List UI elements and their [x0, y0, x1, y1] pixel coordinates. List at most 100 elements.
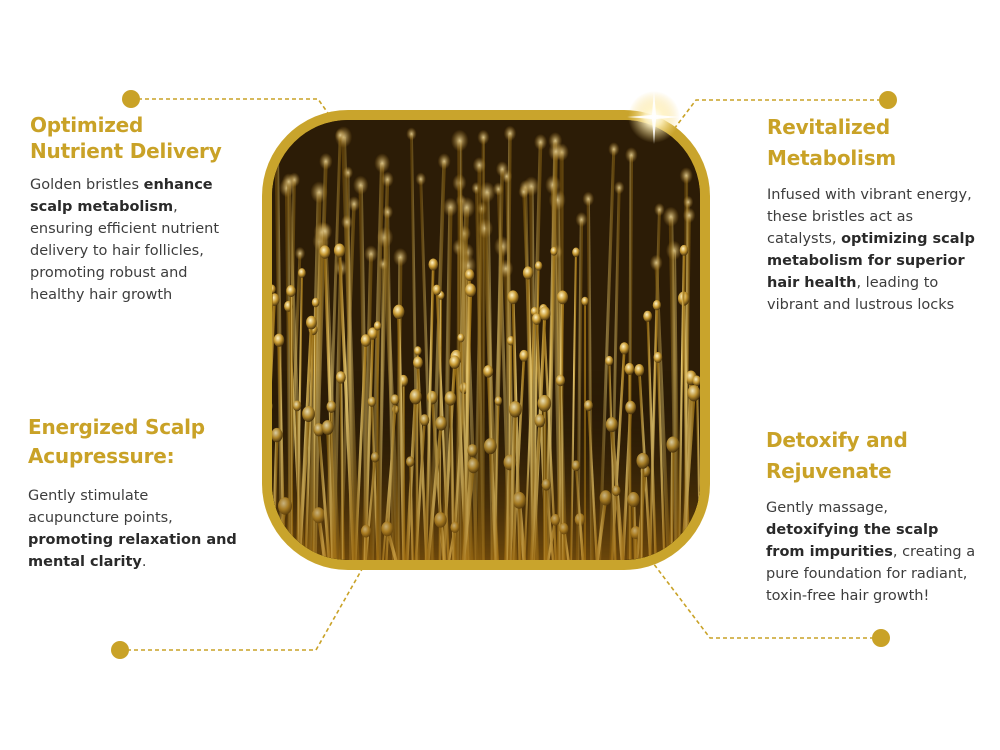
bristle-tip — [352, 175, 369, 195]
bristle-tip — [653, 352, 663, 364]
feature-text: . — [141, 554, 147, 570]
bristle-tip — [428, 258, 439, 271]
bristle-tip — [581, 296, 589, 306]
bristle-tip — [654, 202, 665, 217]
bristle-tip — [333, 243, 346, 258]
feature-text: , creating a pure foundation for radiant… — [766, 544, 976, 604]
bristle-tip — [406, 127, 417, 141]
bristle-tip — [522, 266, 534, 280]
bristle-tip — [273, 333, 285, 347]
bristle-tip — [478, 181, 496, 203]
bristle-tip — [624, 147, 638, 163]
feature-description: Golden bristles enhance scalp metabolism… — [30, 174, 240, 306]
bristle-stem — [687, 536, 698, 560]
bristle-tip — [381, 171, 394, 188]
bristle-tip — [272, 293, 280, 306]
bristle-tip — [319, 245, 331, 259]
bristle-tip — [319, 152, 333, 170]
feature-text-bold: enhance scalp metabolism — [30, 177, 213, 215]
bristle-tip — [472, 156, 486, 174]
product-photo-frame — [262, 110, 710, 570]
bristle-tip — [477, 129, 490, 145]
bristle-tip — [575, 211, 588, 228]
feature-text: Gently stimulate acupuncture points, — [28, 488, 173, 526]
bristle-tip — [457, 333, 465, 343]
bristle-tip — [464, 269, 475, 281]
connector-dot-top-right — [879, 91, 897, 109]
bristle-tip — [298, 268, 306, 278]
feature-title-line: Nutrient Delivery — [30, 139, 222, 163]
bristle-tip — [532, 313, 542, 325]
feature-text: , ensuring efficient nutrient delivery t… — [30, 199, 220, 303]
golden-bristles-illustration — [272, 120, 700, 560]
bristle-tip — [679, 244, 689, 256]
feature-title-line: Revitalized — [767, 115, 890, 139]
bristle-tip — [582, 191, 595, 207]
feature-text: , leading to vibrant and lustrous locks — [767, 275, 955, 313]
connector-dot-top-left — [122, 90, 140, 108]
bristle-tip — [507, 290, 519, 305]
feature-description: Infused with vibrant energy, these brist… — [767, 184, 977, 316]
bristle-tip — [679, 167, 694, 184]
bristle-tip — [652, 299, 661, 311]
feature-title-line: Metabolism — [767, 146, 897, 170]
bristle-tip — [374, 153, 391, 174]
bristle-tip — [519, 349, 529, 362]
bristle-tip — [340, 214, 353, 230]
bristle-tip — [432, 284, 442, 296]
bristle-tip — [643, 310, 653, 322]
bristle-tip — [503, 125, 517, 142]
bristle-tip — [373, 321, 382, 331]
bristle-tip — [534, 261, 543, 271]
bristle-tip — [294, 246, 306, 261]
bristle-tip — [311, 297, 320, 308]
feature-description: Gently massage, detoxifying the scalp fr… — [766, 497, 981, 607]
bristle-tip — [450, 129, 469, 152]
feature-title-line: Acupressure: — [28, 444, 175, 468]
bristle-tip — [682, 207, 696, 224]
connector-dot-bottom-right — [872, 629, 890, 647]
bristle-tip — [334, 128, 346, 142]
feature-text-bold: promoting relaxation and mental clarity — [28, 532, 237, 570]
feature-title-line: Optimized — [30, 113, 144, 137]
feature-text: Gently massage, — [766, 500, 888, 516]
bristle-tip — [533, 133, 548, 151]
bristle-tip — [367, 327, 378, 340]
connector-dot-bottom-left — [111, 641, 129, 659]
product-photo — [272, 120, 700, 560]
bristle-tip — [392, 304, 405, 320]
bristle-tip — [465, 283, 477, 298]
feature-text: Infused with vibrant energy, these brist… — [767, 187, 972, 247]
bristle-tip — [415, 172, 427, 186]
bristle-tip — [691, 531, 700, 544]
bristle-tip — [442, 197, 459, 217]
bristle-tip — [458, 196, 476, 219]
bristle-tip — [572, 247, 580, 258]
bristle-tip — [382, 205, 394, 219]
bristle-tip — [414, 346, 422, 356]
bristle-tip — [281, 173, 296, 191]
bristle-tip — [306, 315, 317, 330]
bristle-tip — [495, 161, 509, 178]
bristle-tip — [392, 247, 408, 267]
bristle-tip — [437, 153, 451, 170]
bristle-tip — [449, 355, 461, 369]
bristle-tip — [539, 306, 551, 321]
feature-description: Gently stimulate acupuncture points, pro… — [28, 485, 238, 573]
feature-text-bold: detoxifying the scalp from impurities — [766, 522, 939, 560]
bristle-tip — [550, 246, 558, 256]
feature-title-line: Detoxify and — [766, 428, 908, 452]
bristle-tip — [605, 355, 614, 366]
bristle-tip — [347, 196, 361, 212]
sparkle-icon — [627, 90, 681, 144]
bristle-tip — [608, 142, 620, 157]
bristle-tip — [364, 245, 378, 263]
bristle-tip — [518, 185, 530, 199]
bristle-tip — [613, 181, 625, 195]
bristle-tip — [683, 195, 694, 209]
bristle-tip — [317, 222, 333, 241]
